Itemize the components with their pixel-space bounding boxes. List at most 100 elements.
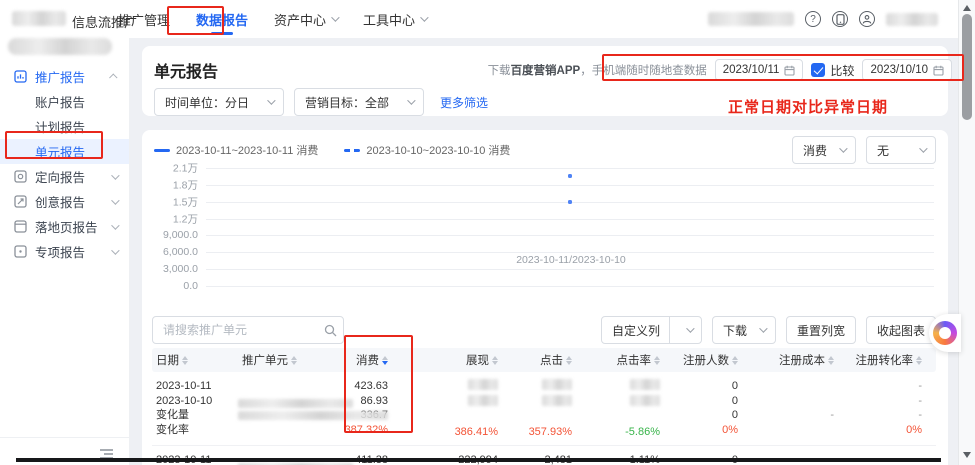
table-row-1[interactable]: 2023-10-112023-10-10变化量变化率423.6386.93336…	[152, 372, 936, 446]
metric-cell-7: ---0%	[848, 379, 936, 439]
nav-item-label: 资产中心	[274, 12, 327, 28]
sidebar-group-label: 创意报告	[35, 196, 86, 210]
column-header-6[interactable]: 点击率	[586, 352, 674, 368]
nav-item-1[interactable]: 推广管理	[118, 0, 170, 38]
sort-icon[interactable]	[492, 355, 498, 365]
collapse-chart-button[interactable]: 收起图表	[865, 316, 936, 344]
blurred-text	[542, 379, 572, 390]
floating-assistant-widget[interactable]	[929, 314, 961, 352]
gridline	[206, 235, 934, 237]
sort-icon[interactable]	[566, 355, 572, 365]
chart-metric-select[interactable]: 消费	[792, 136, 856, 164]
sort-icon[interactable]	[291, 355, 297, 365]
nav-item-4[interactable]: 工具中心	[363, 0, 429, 38]
column-header-3[interactable]: 消费	[338, 352, 402, 368]
metric-cell-6: -	[752, 379, 848, 439]
page-icon	[14, 220, 27, 233]
download-label: 下载	[722, 323, 747, 338]
column-label: 日期	[156, 355, 179, 367]
custom-columns-button[interactable]: 自定义列	[600, 316, 702, 344]
table-row-2[interactable]: 2023-10-112023-10-10411.38737.6222,99441…	[152, 446, 936, 465]
chart-secondary-select[interactable]: 无	[866, 136, 936, 164]
help-icon[interactable]: ?	[805, 11, 821, 27]
legend-label: 2023-10-11~2023-10-11 消费	[176, 145, 319, 157]
assistant-logo-icon	[933, 321, 957, 345]
time-unit-select[interactable]: 时间单位：分日	[154, 88, 284, 116]
gridline	[206, 184, 934, 186]
sort-icon[interactable]	[182, 355, 188, 365]
gridline	[206, 269, 934, 271]
sort-icon[interactable]	[654, 355, 660, 365]
date-line: 2023-10-11	[156, 380, 212, 392]
nav-items: 推广管理数据报告 资产中心 工具中心	[118, 0, 429, 38]
sidebar-group-4[interactable]: 落地页报告	[0, 214, 129, 239]
cell-value: 0	[731, 394, 738, 407]
column-header-8[interactable]: 注册成本	[752, 352, 848, 368]
column-header-2[interactable]: 推广单元	[238, 352, 338, 368]
account-selector-blurred[interactable]	[8, 38, 112, 55]
column-header-5[interactable]: 点击	[512, 352, 586, 368]
nav-item-3[interactable]: 资产中心	[274, 0, 340, 38]
sort-icon[interactable]	[916, 355, 922, 365]
blurred-text	[630, 379, 660, 390]
sidebar-item-1-3[interactable]: 单元报告	[0, 139, 129, 164]
compare-checkbox-wrap[interactable]: 比较	[811, 62, 854, 79]
legend-item-2[interactable]: 2023-10-10~2023-10-10 消费	[344, 142, 510, 158]
compare-date-value: 2023/10/10	[870, 64, 928, 76]
sidebar-group-5[interactable]: 专项报告	[0, 239, 129, 264]
sidebar-group-label: 推广报告	[35, 71, 86, 85]
cell-value	[586, 410, 674, 425]
nav-right-blurred	[708, 12, 794, 26]
metric-cell-2: 386.41%	[402, 379, 512, 439]
metric-cell-3: 357.93%	[512, 379, 586, 439]
avatar-icon[interactable]	[859, 11, 875, 27]
sidebar-group-2[interactable]: 定向报告	[0, 164, 129, 189]
main-content: 单元报告 时间单位：分日 营销目标：全部 更多筛选 下载百度营销APP，手机端随…	[130, 38, 958, 465]
unit-search-input[interactable]	[153, 323, 324, 337]
chart-plot-area	[206, 168, 934, 287]
primary-date-picker[interactable]: 2023/10/11	[714, 59, 804, 81]
sidebar-group-3[interactable]: 创意报告	[0, 189, 129, 214]
column-label: 注册转化率	[855, 355, 914, 367]
compare-date-picker[interactable]: 2023/10/10	[862, 59, 952, 81]
sort-icon[interactable]	[382, 355, 388, 365]
nav-item-2[interactable]: 数据报告	[196, 0, 248, 38]
y-tick-label: 6,000.0	[162, 246, 198, 259]
cell-value: 0%	[722, 423, 738, 436]
scroll-down-arrow-icon[interactable]	[963, 452, 971, 458]
x-axis-label: 2023-10-11/2023-10-10	[516, 254, 626, 266]
y-tick-label: 1.8万	[172, 179, 198, 192]
sort-icon[interactable]	[828, 355, 834, 365]
chevron-down-icon	[111, 195, 120, 205]
more-filters-link[interactable]: 更多筛选	[440, 95, 489, 110]
scrollbar-thumb[interactable]	[962, 14, 972, 120]
sidebar-group-1[interactable]: 推广报告	[0, 64, 129, 89]
scrollbar[interactable]	[958, 0, 975, 465]
marketing-goal-select[interactable]: 营销目标：全部	[294, 88, 424, 116]
sidebar-item-1-2[interactable]: 计划报告	[0, 114, 129, 139]
special-icon	[14, 245, 27, 258]
data-point-series-2[interactable]	[568, 199, 572, 204]
reset-column-width-button[interactable]: 重置列宽	[785, 316, 856, 344]
legend-item-1[interactable]: 2023-10-11~2023-10-11 消费	[154, 142, 318, 158]
gridline	[206, 252, 934, 254]
data-point-series-1[interactable]	[568, 174, 572, 179]
scroll-up-arrow-icon[interactable]	[963, 5, 971, 11]
dashed-line-marker	[344, 148, 361, 152]
mobile-app-icon[interactable]	[832, 11, 848, 27]
chevron-down-icon	[331, 13, 340, 22]
button-divider	[668, 317, 670, 343]
download-button[interactable]: 下载	[711, 316, 776, 344]
sort-icon[interactable]	[732, 355, 738, 365]
gridline	[206, 286, 934, 287]
sidebar-item-1-1[interactable]: 账户报告	[0, 89, 129, 114]
cell-value: 357.93%	[528, 425, 572, 438]
compare-checkbox[interactable]	[811, 63, 826, 77]
column-header-1[interactable]: 日期	[152, 352, 238, 368]
marketing-goal-value: 营销目标：全部	[305, 95, 390, 110]
column-header-4[interactable]: 展现	[402, 352, 512, 368]
time-unit-value: 时间单位：分日	[165, 95, 250, 110]
column-header-7[interactable]: 注册人数	[674, 352, 752, 368]
cell-value: 423.63	[354, 380, 388, 392]
column-header-9[interactable]: 注册转化率	[848, 352, 936, 368]
